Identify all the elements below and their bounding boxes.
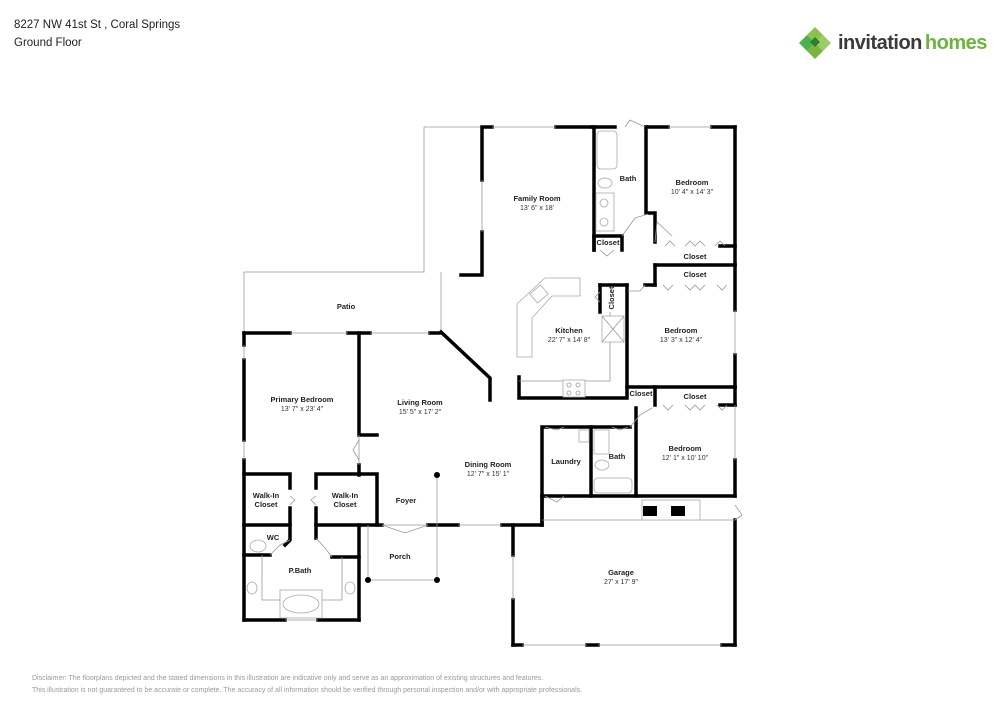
room-walk-in-closet: Walk-In [332,491,359,500]
room-porch: Porch [389,552,411,561]
room-foyer: Foyer [396,496,417,505]
svg-text:Closet: Closet [255,500,278,509]
sink-icon [344,581,356,595]
svg-text:10' 4" x 14' 3": 10' 4" x 14' 3" [671,189,714,196]
room-closet: Closet [607,286,616,309]
bathtub-icon [596,130,618,170]
ac-unit-icon [671,506,685,516]
room-closet: Closet [684,270,707,279]
windows-and-thin-lines [243,126,736,646]
kitchen-counter [516,277,581,358]
water-heater-icon [643,506,657,516]
brand-word-homes: homes [924,31,987,54]
floor-label: Ground Floor [14,37,82,49]
sink-icon [529,284,549,304]
invitation-homes-leaf-icon [799,27,831,59]
room-labels: Family Room 13' 6" x 18' Bath Bedroom 10… [253,174,714,586]
room-dining-room: Dining Room [465,460,512,469]
room-closet: Closet [684,252,707,261]
walls [242,125,737,647]
room-closet: Closet [630,389,653,398]
svg-text:15' 5" x 17' 2": 15' 5" x 17' 2" [399,409,442,416]
room-family-room: Family Room [513,194,560,203]
brand-word-invitation: invitation [838,31,922,54]
patio-outline [243,126,482,333]
room-primary-bedroom: Primary Bedroom [271,395,334,404]
toilet-icon [249,539,267,553]
svg-text:13' 3" x 12' 4": 13' 3" x 12' 4" [660,337,703,344]
svg-text:13' 6" x 18': 13' 6" x 18' [520,205,554,212]
vanity-icon [593,429,610,455]
svg-text:12' 1" x 10' 10": 12' 1" x 10' 10" [662,455,709,462]
room-pbath: P.Bath [289,566,312,575]
room-bedroom: Bedroom [676,178,709,187]
room-living-room: Living Room [397,398,443,407]
sink-icon [246,581,258,595]
doors [269,119,743,558]
laundry-sink-icon [578,429,590,443]
column-icon [434,577,440,583]
disclaimer-line-1: Disclaimer: The floorplans depicted and … [32,675,544,682]
column-icon [365,577,371,583]
room-closet: Closet [597,238,620,247]
disclaimer: Disclaimer: The floorplans depicted and … [32,673,582,697]
svg-text:13' 7" x 23' 4": 13' 7" x 23' 4" [281,406,324,413]
room-wc: WC [267,533,280,542]
room-laundry: Laundry [551,457,581,466]
room-bedroom: Bedroom [665,326,698,335]
disclaimer-line-2: This illustration is not guaranteed to b… [32,687,583,694]
bathtub-icon [593,477,633,494]
svg-text:Closet: Closet [334,500,357,509]
room-closet: Closet [684,392,707,401]
svg-text:22' 7" x 14' 8": 22' 7" x 14' 8" [548,337,591,344]
toilet-icon [597,177,613,189]
room-bath: Bath [609,452,626,461]
svg-text:27' x 17' 9": 27' x 17' 9" [604,579,638,586]
address: 8227 NW 41st St , Coral Springs [14,19,181,31]
room-bedroom: Bedroom [669,444,702,453]
room-kitchen: Kitchen [555,326,583,335]
page-header: 8227 NW 41st St , Coral Springs Ground F… [14,16,180,52]
room-bath: Bath [620,174,637,183]
room-walk-in-closet: Walk-In [253,491,280,500]
stove-icon [562,379,586,398]
column-icon [434,472,440,478]
fixtures [246,130,701,619]
svg-text:12' 7" x 15' 1": 12' 7" x 15' 1" [467,471,510,478]
room-garage: Garage [608,568,634,577]
toilet-icon [594,459,610,471]
room-patio: Patio [337,302,356,311]
